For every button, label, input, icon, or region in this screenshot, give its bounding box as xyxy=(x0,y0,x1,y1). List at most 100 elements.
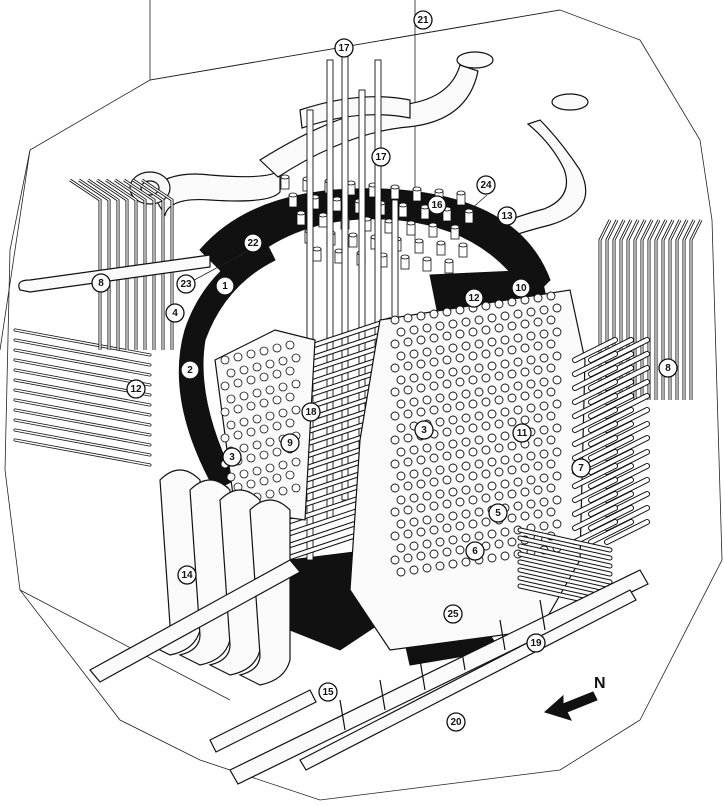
callout-circle xyxy=(476,175,496,195)
sheet-hole xyxy=(494,491,504,501)
nipple xyxy=(334,248,344,264)
sheet-hole xyxy=(546,339,556,349)
sheet-hole xyxy=(468,519,478,529)
sheet-hole xyxy=(500,455,510,465)
callout-3: 3 xyxy=(414,420,434,440)
sheet-hole xyxy=(455,545,465,555)
callout-12: 12 xyxy=(464,288,484,308)
callout-circle xyxy=(446,712,466,732)
sheet-hole xyxy=(546,435,556,445)
sheet-hole xyxy=(455,329,465,339)
left-tube xyxy=(13,388,152,417)
sheet-hole xyxy=(422,539,432,549)
nipple xyxy=(318,212,328,228)
callout-circle xyxy=(126,379,146,399)
right-tube-end xyxy=(572,407,618,433)
sheet-hole xyxy=(468,423,478,433)
face-hole xyxy=(278,460,288,470)
callout-circle xyxy=(443,604,463,624)
sheet-hole xyxy=(487,361,497,371)
sheet-hole xyxy=(487,553,497,563)
sheet-hole xyxy=(520,343,530,353)
sheet-hole xyxy=(429,501,439,511)
callout-14: 14 xyxy=(177,565,197,585)
sheet-hole xyxy=(455,401,465,411)
nipple xyxy=(450,224,460,240)
sheet-hole xyxy=(500,359,510,369)
face-hole xyxy=(265,463,275,473)
callout-text: 13 xyxy=(501,211,513,222)
sheet-hole xyxy=(403,409,413,419)
face-hole xyxy=(285,340,295,350)
callout-7: 7 xyxy=(571,458,591,478)
sheet-hole xyxy=(481,517,491,527)
sheet-hole xyxy=(533,365,543,375)
face-hole xyxy=(278,356,288,366)
nipple xyxy=(420,204,430,220)
sheet-hole xyxy=(487,457,497,467)
sheet-hole xyxy=(403,313,413,323)
sheet-hole xyxy=(448,535,458,545)
face-hole xyxy=(291,483,301,493)
sheet-hole xyxy=(474,507,484,517)
nipple xyxy=(280,174,290,190)
callout-11: 11 xyxy=(512,423,532,443)
sheet-hole xyxy=(520,367,530,377)
right-tube-end xyxy=(588,407,634,433)
right-tube-end xyxy=(588,421,634,447)
face-hole xyxy=(252,414,262,424)
right-tube-end xyxy=(572,463,618,489)
left-riser xyxy=(105,178,138,350)
sheet-hole xyxy=(416,551,426,561)
sheet-hole xyxy=(526,307,536,317)
sheet-hole xyxy=(396,351,406,361)
callout-text: 20 xyxy=(450,717,462,728)
sheet-hole xyxy=(481,325,491,335)
callout-text: 23 xyxy=(180,279,192,290)
sheet-hole xyxy=(396,447,406,457)
callout-circle xyxy=(658,358,678,378)
sheet-hole xyxy=(396,519,406,529)
face-hole xyxy=(265,489,275,499)
sheet-hole xyxy=(539,425,549,435)
face-hole xyxy=(239,443,249,453)
sheet-hole xyxy=(422,371,432,381)
sheet-hole xyxy=(461,413,471,423)
sheet-hole xyxy=(539,305,549,315)
sheet-hole xyxy=(422,563,432,573)
sheet-hole xyxy=(481,349,491,359)
sheet-hole xyxy=(455,353,465,363)
right-tube-end xyxy=(588,379,634,405)
callout-8: 8 xyxy=(91,273,111,293)
sheet-hole xyxy=(448,463,458,473)
sheet-hole xyxy=(494,371,504,381)
face-hole xyxy=(246,401,256,411)
sheet-hole xyxy=(435,465,445,475)
sheet-hole xyxy=(513,477,523,487)
sheet-hole xyxy=(396,495,406,505)
sheet-hole xyxy=(409,349,419,359)
sheet-hole xyxy=(461,365,471,375)
sheet-hole xyxy=(526,499,536,509)
lower-right-tube xyxy=(517,535,613,561)
nipple xyxy=(348,232,358,248)
sheet-hole xyxy=(403,433,413,443)
sheet-hole xyxy=(552,327,562,337)
sheet-hole xyxy=(533,293,543,303)
sheet-hole xyxy=(520,463,530,473)
north-label: N xyxy=(594,675,606,692)
sheet-hole xyxy=(422,323,432,333)
left-tube xyxy=(13,348,152,377)
face-hole xyxy=(259,346,269,356)
callout-23: 23 xyxy=(176,274,196,294)
face-hole xyxy=(278,408,288,418)
nipple xyxy=(464,208,474,224)
callout-text: 1 xyxy=(222,281,228,292)
sheet-hole xyxy=(526,475,536,485)
face-hole xyxy=(233,378,243,388)
sheet-hole xyxy=(526,451,536,461)
sheet-hole xyxy=(468,351,478,361)
sheet-hole xyxy=(500,383,510,393)
sheet-hole xyxy=(416,503,426,513)
sheet-hole xyxy=(539,401,549,411)
